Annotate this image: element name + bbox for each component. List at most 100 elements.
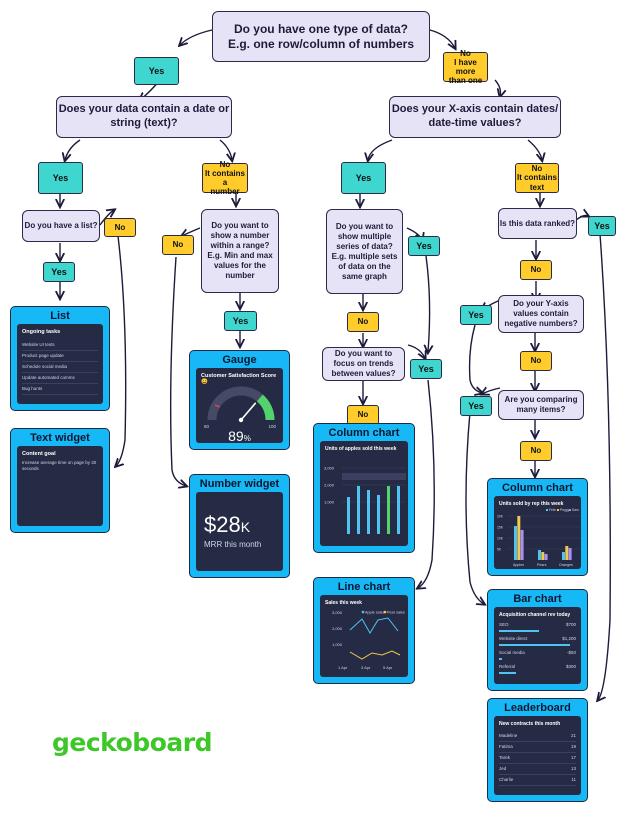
legend-felix: Felix (549, 508, 556, 512)
legend-peggy: Peggy (560, 508, 570, 512)
column-bar (565, 546, 569, 560)
leaderboard-value: 19 (570, 744, 576, 749)
leaderboard-row: Fatima 19 (499, 742, 576, 753)
column-bar (387, 486, 390, 534)
ytick-label: 2,000 (324, 483, 335, 488)
ytick-label: 5K (497, 547, 502, 551)
gauge-min-label: 60 (204, 424, 210, 429)
question-comparing-many-items: Are you comparing many items? (498, 390, 584, 420)
ytick-1000: 1,000 (332, 642, 343, 647)
answer-no-contains-number: No It contains a number (202, 160, 248, 196)
xtick-5-apr: 5 Apr (383, 665, 393, 670)
question-date-or-string: Does your data contain a date or string … (56, 96, 232, 138)
leaderboard-name: Madeline (499, 733, 518, 738)
gauge-red-marker (214, 404, 221, 408)
widget-header: Sales this week (325, 600, 362, 606)
widget-header: Customer Satisfaction Score 😀 (201, 373, 277, 385)
card-title: Text widget (30, 432, 90, 444)
category-label: Oranges (559, 563, 573, 567)
legend-pear-sales: Pear sales (387, 611, 405, 615)
category-label: Pears (537, 563, 547, 567)
bar-value: -$50 (566, 650, 576, 655)
legend-apple-sales: Apple sales (365, 611, 385, 615)
ytick-3000: 3,000 (332, 610, 343, 615)
bar (499, 672, 516, 674)
question-multiple-series: Do you want to show multiple series of d… (326, 209, 403, 294)
question-trends-between-values: Do you want to focus on trends between v… (322, 347, 405, 381)
bar (499, 658, 503, 660)
card-title: Line chart (337, 581, 391, 593)
gauge-graphic (207, 386, 275, 423)
bar-value: $300 (565, 664, 576, 669)
answer-no-comparing: No (520, 441, 552, 461)
answer-no-range: No (162, 235, 194, 255)
answer-yes-ranked: Yes (588, 216, 616, 236)
leaderboard-value: 11 (571, 777, 576, 782)
xtick-1-apr: 1 Apr (338, 665, 348, 670)
card-line-chart: Line chart Sales this week Apple sales P… (313, 577, 415, 684)
gauge-value: 89 (228, 428, 244, 443)
column-bar (544, 554, 548, 560)
leaderboard-value: 13 (570, 766, 576, 771)
leaderboard-name: Jed (499, 766, 507, 771)
ytick-label: 20K (497, 514, 504, 518)
answer-yes-trends: Yes (410, 359, 442, 379)
xtick-3-apr: 3 Apr (361, 665, 371, 670)
column-bar (367, 490, 370, 534)
answer-yes-negative: Yes (460, 305, 492, 325)
number-value: $28 (204, 512, 241, 537)
task-list-item: Update automated comms (22, 373, 98, 384)
leaderboard-row: Jed 13 (499, 764, 576, 775)
card-title: Leaderboard (504, 702, 571, 714)
bar (499, 630, 540, 632)
ytick-2000: 2,000 (332, 626, 343, 631)
leaderboard-row: Madeline 21 (499, 731, 576, 742)
bar-label: SEO (499, 622, 509, 627)
gauge-unit: % (243, 434, 251, 443)
bar (499, 644, 570, 646)
line-chart-graphic: Apple sales Pear sales 3,000 2,000 1,000… (332, 610, 405, 670)
card-column-chart-reps: Column chart Units sold by rep this week… (487, 478, 588, 576)
task-list-item: Bug hunts (22, 384, 98, 395)
column-bar (562, 552, 565, 560)
leaderboard-value: 21 (570, 733, 576, 738)
column-bar (357, 486, 360, 534)
answer-no-trends: No (347, 405, 379, 425)
answer-no-more-than-one: No I have more than one (443, 49, 488, 85)
leaderboard-value: 17 (570, 755, 576, 760)
column-bar (568, 548, 572, 560)
card-title: Bar chart (513, 593, 562, 605)
column-bar (347, 497, 350, 534)
leaderboard-row: Tarek 17 (499, 753, 576, 764)
column-bar (520, 530, 524, 560)
widget-header: Content goal (22, 451, 56, 457)
card-title: List (50, 310, 70, 322)
leaderboard-name: Fatima (499, 744, 513, 749)
task-list-item: Website UI tests (22, 340, 98, 351)
bar-row: Social media-$50 (499, 650, 576, 664)
card-title: Gauge (222, 354, 257, 366)
column-bar (514, 526, 517, 560)
widget-header: Units of apples sold this week (325, 446, 397, 452)
pear-sales-line (349, 650, 401, 660)
answer-no-ranked: No (520, 260, 552, 280)
leaderboard-name: Tarek (499, 755, 511, 760)
bar-row: Website direct$1,200 (499, 636, 576, 650)
column-bar (517, 516, 521, 560)
gauge-needle (240, 402, 257, 421)
apple-sales-line (349, 617, 399, 634)
widget-header: Ongoing tasks (22, 329, 61, 335)
answer-yes-xaxis: Yes (341, 162, 386, 194)
ytick-label: 1,000 (324, 500, 335, 505)
number-suffix: K (240, 519, 251, 535)
geckoboard-logo: geckoboard (52, 728, 212, 757)
number-caption: MRR this month (204, 540, 262, 549)
question-have-a-list: Do you have a list? (22, 210, 100, 242)
gauge-max-label: 100 (268, 424, 276, 429)
